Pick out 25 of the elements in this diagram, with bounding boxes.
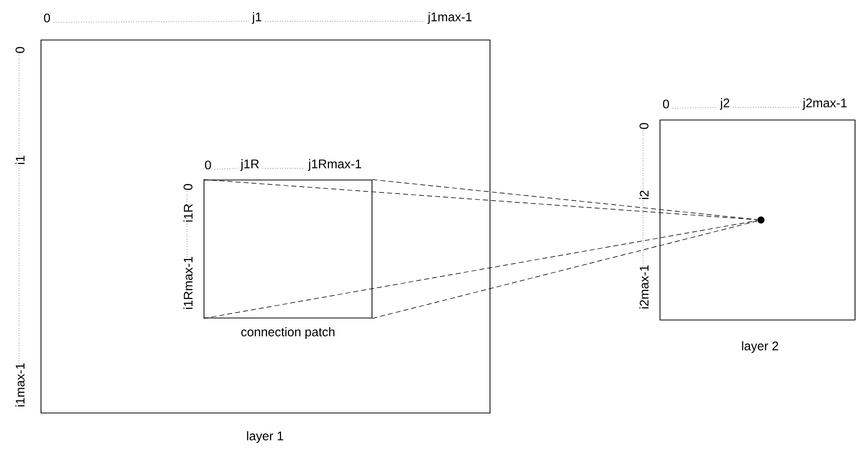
box-caption: connection patch [241, 327, 334, 339]
dashed-line [372, 220, 758, 319]
axis-label: i1 [15, 156, 25, 164]
axis-label: i2max-1 [639, 265, 649, 308]
neuron-dot [758, 216, 764, 224]
axis-label: 0 [205, 160, 211, 170]
axis-label: 0 [184, 184, 192, 190]
dashed-line [203, 220, 758, 319]
box-caption: layer 1 [247, 431, 284, 443]
axis-label: j2max-1 [802, 98, 847, 110]
dashed-line [203, 179, 758, 220]
axis-label: j1R [240, 159, 259, 171]
axis-label: j2 [720, 98, 730, 110]
axis-label: 0 [640, 123, 648, 129]
axis-label: i1Rmax-1 [183, 256, 193, 309]
axis-label: 0 [44, 14, 50, 22]
axis-label: i1R [183, 204, 193, 222]
axis-label: j1max-1 [427, 12, 472, 24]
axis-label: 0 [16, 47, 24, 53]
axis-label: j1 [252, 12, 262, 24]
axis-label: 0 [663, 100, 669, 108]
dashed-line [372, 179, 758, 220]
box-caption: layer 2 [742, 341, 778, 353]
axis-label: i1max-1 [15, 363, 25, 406]
axis-label: i2 [639, 190, 649, 200]
